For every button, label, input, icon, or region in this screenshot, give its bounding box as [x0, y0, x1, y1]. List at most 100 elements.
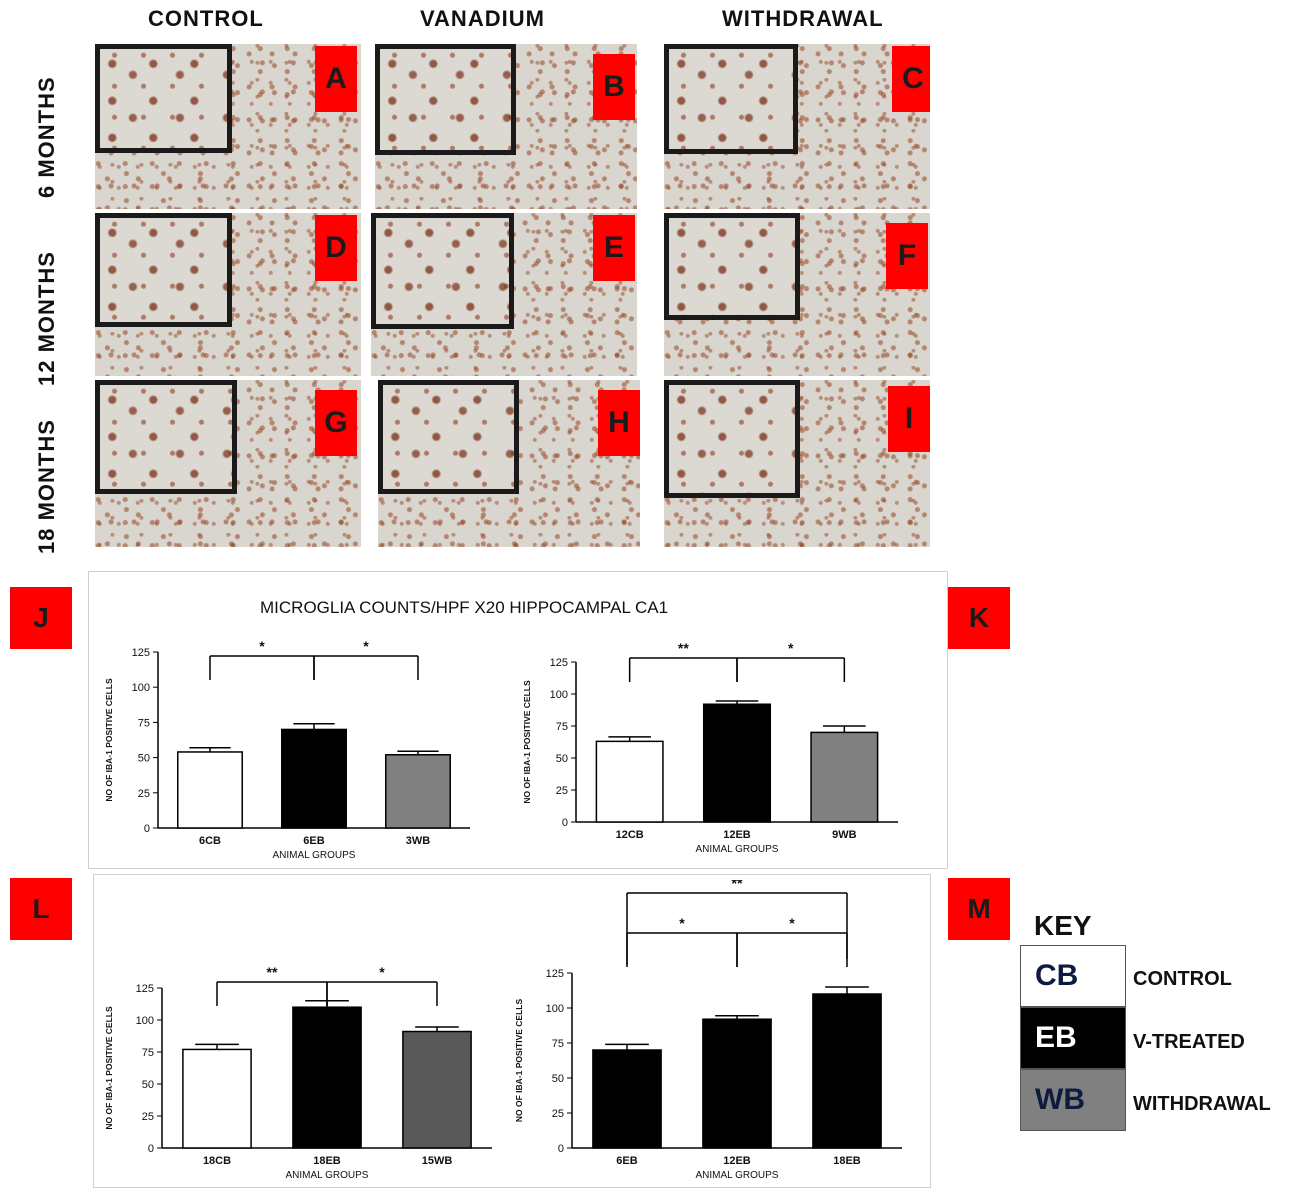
y-tick-label: 25: [142, 1111, 154, 1123]
chart-l: 0 25 50 75 100 125 NO OF IBA-1 POSITIVE CELLS 1…: [104, 964, 492, 1181]
inset-zoom-f: [664, 213, 800, 320]
y-axis-label: NO OF IBA-1 POSITIVE CELLS: [104, 1006, 114, 1130]
y-tick-label: 100: [132, 682, 150, 694]
significance-label: *: [788, 640, 794, 656]
key-swatch-eb: EB: [1020, 1007, 1126, 1069]
micrograph-c: C: [664, 44, 930, 209]
x-tick-label: 18EB: [313, 1155, 341, 1167]
panel-label-b: B: [593, 54, 635, 120]
row-header-12-months: 12 MONTHS: [34, 251, 59, 386]
inset-zoom-h: [378, 380, 519, 494]
significance-label: **: [732, 880, 743, 891]
y-tick-label: 0: [144, 823, 150, 835]
significance-label: **: [267, 964, 278, 980]
bar-6EB: [281, 728, 347, 829]
x-tick-label: 3WB: [406, 835, 431, 847]
chart-frame-jk: [88, 571, 948, 869]
y-axis-label: NO OF IBA-1 POSITIVE CELLS: [522, 680, 532, 804]
y-tick-label: 25: [138, 788, 150, 800]
bar-18EB: [812, 993, 882, 1149]
bar-9WB: [810, 731, 879, 823]
panel-label-a: A: [315, 46, 357, 112]
panel-label-e: E: [593, 215, 635, 281]
x-tick-label: 6EB: [616, 1155, 637, 1167]
inset-zoom-i: [664, 380, 800, 498]
inset-zoom-d: [95, 213, 232, 327]
y-tick-label: 75: [556, 721, 568, 733]
micrograph-e: E: [371, 213, 637, 376]
y-tick-label: 75: [552, 1038, 564, 1050]
y-tick-label: 50: [556, 753, 568, 765]
key-label-withdrawal: WITHDRAWAL: [1133, 1093, 1271, 1115]
micrograph-d: D: [95, 213, 361, 376]
significance-label: *: [259, 638, 265, 654]
bar-3WB: [385, 754, 451, 829]
significance-label: *: [789, 915, 795, 931]
y-tick-label: 100: [136, 1015, 154, 1027]
key-swatch-wb: WB: [1020, 1069, 1126, 1131]
panel-label-l: L: [10, 878, 72, 940]
column-header-vanadium: VANADIUM: [420, 6, 545, 31]
y-tick-label: 50: [552, 1073, 564, 1085]
x-axis-label: ANIMAL GROUPS: [273, 850, 356, 861]
micrograph-i: I: [664, 380, 930, 547]
significance-label: *: [363, 638, 369, 654]
panel-label-m: M: [948, 878, 1010, 940]
x-tick-label: 6EB: [303, 835, 324, 847]
panel-label-c: C: [892, 46, 930, 112]
row-header-6-months: 6 MONTHS: [34, 76, 59, 198]
bar-18CB: [182, 1048, 252, 1149]
y-axis-label: NO OF IBA-1 POSITIVE CELLS: [104, 678, 114, 802]
y-axis-label: NO OF IBA-1 POSITIVE CELLS: [514, 999, 524, 1123]
x-tick-label: 12EB: [723, 829, 751, 841]
panel-label-i: I: [888, 386, 930, 452]
y-tick-label: 100: [546, 1003, 564, 1015]
panel-label-d: D: [315, 215, 357, 281]
y-tick-label: 125: [546, 968, 564, 980]
y-tick-label: 0: [558, 1143, 564, 1155]
figure-title: MICROGLIA COUNTS/HPF X20 HIPPOCAMPAL CA1: [260, 598, 669, 617]
x-tick-label: 9WB: [832, 829, 857, 841]
bar-6EB: [592, 1049, 662, 1149]
significance-label: **: [678, 640, 689, 656]
column-header-withdrawal: WITHDRAWAL: [722, 6, 884, 31]
x-axis-label: ANIMAL GROUPS: [286, 1170, 369, 1181]
y-tick-label: 50: [142, 1079, 154, 1091]
y-tick-label: 75: [142, 1047, 154, 1059]
x-tick-label: 18EB: [833, 1155, 861, 1167]
bar-6CB: [177, 751, 243, 829]
micrograph-g: G: [95, 380, 361, 547]
panel-label-j: J: [10, 587, 72, 649]
y-tick-label: 125: [136, 983, 154, 995]
inset-zoom-a: [95, 44, 232, 153]
panel-label-h: H: [598, 390, 640, 456]
key-title: KEY: [1034, 910, 1092, 941]
y-tick-label: 25: [556, 785, 568, 797]
x-tick-label: 12CB: [616, 829, 644, 841]
bar-12CB: [595, 740, 664, 823]
inset-zoom-g: [95, 380, 237, 494]
key-label-v-treated: V-TREATED: [1133, 1031, 1245, 1053]
x-tick-label: 6CB: [199, 835, 221, 847]
significance-label: *: [679, 915, 685, 931]
inset-zoom-c: [664, 44, 798, 154]
micrograph-f: F: [664, 213, 930, 376]
y-tick-label: 0: [148, 1143, 154, 1155]
panel-label-f: F: [886, 223, 928, 289]
x-tick-label: 18CB: [203, 1155, 231, 1167]
significance-label: *: [379, 964, 385, 980]
bar-15WB: [402, 1030, 472, 1149]
column-header-control: CONTROL: [148, 6, 264, 31]
micrograph-a: A: [95, 44, 361, 209]
row-header-18-months: 18 MONTHS: [34, 419, 59, 554]
micrograph-b: B: [375, 44, 637, 209]
micrograph-h: H: [378, 380, 640, 547]
inset-zoom-b: [375, 44, 516, 155]
x-axis-label: ANIMAL GROUPS: [696, 1170, 779, 1181]
x-tick-label: 12EB: [723, 1155, 751, 1167]
y-tick-label: 125: [550, 657, 568, 669]
key-label-control: CONTROL: [1133, 968, 1232, 990]
